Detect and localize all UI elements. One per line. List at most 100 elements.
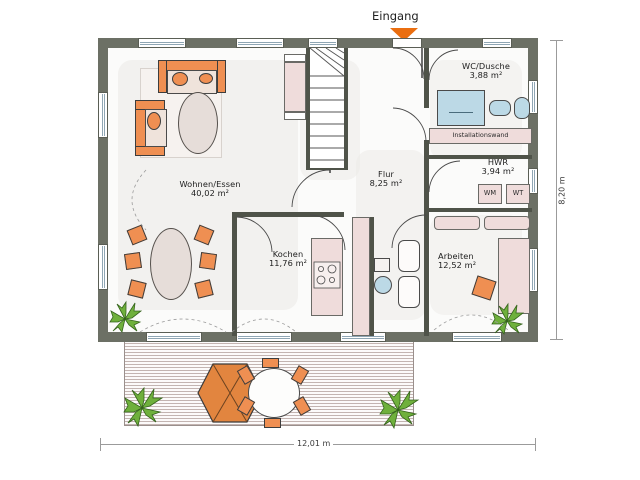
interior-wall-office-left	[424, 212, 429, 336]
window-top-3	[308, 38, 338, 48]
window-top-1	[138, 38, 186, 48]
terrace-door-1	[146, 332, 202, 342]
door-swing-icon	[309, 214, 346, 251]
terrace-chair	[264, 418, 281, 428]
window-left-2	[98, 244, 108, 290]
sink-basin	[374, 276, 392, 294]
office-cabinet-1	[434, 216, 480, 230]
interior-wall-hwr-office	[429, 208, 532, 212]
room-area-hwr: 3,94 m²	[481, 166, 515, 177]
room-name-kochen: Kochen	[272, 249, 304, 259]
room-label-wc: WC/Dusche 3,88 m²	[440, 61, 532, 81]
stair-top-block	[284, 54, 306, 62]
interior-wall-hwr-left	[424, 140, 429, 212]
toilet	[514, 97, 530, 119]
washing-machine	[478, 184, 502, 204]
interior-wall-kitchen-right	[370, 217, 374, 336]
door-swing-icon	[428, 160, 461, 193]
installation-wall	[429, 128, 532, 144]
armchair-cushion	[147, 112, 161, 130]
window-right-2	[528, 168, 538, 194]
interior-wall-stair-left	[306, 48, 310, 170]
entrance-door-swing-icon	[392, 47, 425, 80]
room-area-kochen: 11,76 m²	[268, 258, 308, 269]
office-cabinet-2	[484, 216, 530, 230]
sofa-cushion	[199, 73, 213, 84]
plant-icon	[379, 388, 420, 430]
dryer	[506, 184, 530, 204]
hall-cabinet-1	[398, 240, 420, 272]
room-label-hwr: HWR 3,94 m²	[462, 157, 534, 177]
shower-drain-line	[449, 112, 473, 113]
door-swing-icon	[392, 107, 427, 142]
dimension-line-vertical	[556, 40, 557, 340]
shower-tray	[437, 90, 485, 126]
faucet-icon	[374, 258, 390, 272]
plant-icon	[491, 302, 525, 335]
plant-icon	[123, 386, 164, 428]
installation-wall-label: Installationswand	[452, 131, 509, 139]
room-area-wohnen: 40,02 m²	[190, 188, 230, 199]
door-opening-arc	[139, 318, 227, 333]
hall-cabinet-2	[398, 276, 420, 308]
dining-chair	[198, 251, 218, 271]
room-label-wohnen: Wohnen/Essen 40,02 m²	[145, 179, 275, 199]
interior-wall-wc-hwr	[429, 155, 532, 159]
window-top-4	[482, 38, 512, 48]
exterior-wall-bottom	[98, 332, 538, 342]
stair-landing	[284, 62, 306, 112]
terrace-door-2	[236, 332, 292, 342]
interior-wall-stair-right	[344, 48, 348, 170]
staircase	[309, 47, 345, 168]
room-name-arbeiten: Arbeiten	[438, 251, 474, 261]
door-opening-arc	[433, 314, 509, 331]
dimension-tick-bottom	[550, 339, 563, 340]
room-label-kochen: Kochen 11,76 m²	[248, 249, 328, 269]
door-swing-icon	[391, 214, 427, 249]
entrance-marker-icon	[390, 28, 418, 41]
interior-wall-wc-left	[424, 48, 429, 108]
room-area-flur: 8,25 m²	[369, 178, 403, 189]
door-swing-icon	[428, 49, 459, 81]
dimension-tick-top	[550, 40, 563, 41]
window-opening-arc	[131, 169, 147, 231]
stair-bottom-block	[284, 112, 306, 120]
entrance-label: Eingang	[372, 9, 419, 23]
door-swing-icon	[291, 169, 331, 208]
room-label-arbeiten: Arbeiten 12,52 m²	[430, 251, 528, 271]
washbasin	[489, 100, 511, 116]
window-right-1	[528, 80, 538, 114]
room-name-hwr: HWR	[487, 157, 509, 167]
interior-wall-stair-bottom	[306, 166, 348, 170]
room-name-flur: Flur	[378, 169, 394, 179]
dimension-width-label: 12,01 m	[294, 439, 334, 448]
interior-wall-kitchen-left	[232, 212, 237, 336]
exterior-wall-left	[98, 38, 108, 342]
window-bottom-4	[452, 332, 502, 342]
interior-wall-kitchen-top	[232, 212, 344, 217]
sofa-cushion	[172, 72, 188, 86]
dimension-tick-left	[100, 438, 101, 451]
dining-table	[150, 228, 192, 300]
window-left-1	[98, 92, 108, 138]
armchair-armrest-bottom	[135, 146, 165, 156]
room-area-wc: 3,88 m²	[469, 70, 503, 81]
dryer-label: WT	[512, 189, 524, 197]
plant-icon	[109, 300, 143, 333]
dimension-tick-right	[535, 438, 536, 451]
cooktop-icon	[313, 261, 341, 289]
coffee-table	[178, 92, 218, 154]
sofa-armrest-right	[217, 60, 226, 93]
room-name-wc: WC/Dusche	[462, 61, 510, 71]
terrace-chair	[262, 358, 279, 368]
room-name-wohnen: Wohnen/Essen	[179, 179, 241, 189]
window-top-2	[236, 38, 284, 48]
room-area-arbeiten: 12,52 m²	[438, 260, 477, 271]
entrance-door	[392, 38, 422, 48]
room-label-flur: Flur 8,25 m²	[346, 169, 426, 189]
sofa-armrest-left	[158, 60, 167, 93]
door-opening-arc	[231, 318, 297, 333]
washing-machine-label: WM	[483, 189, 497, 197]
kitchen-counter	[352, 217, 370, 336]
